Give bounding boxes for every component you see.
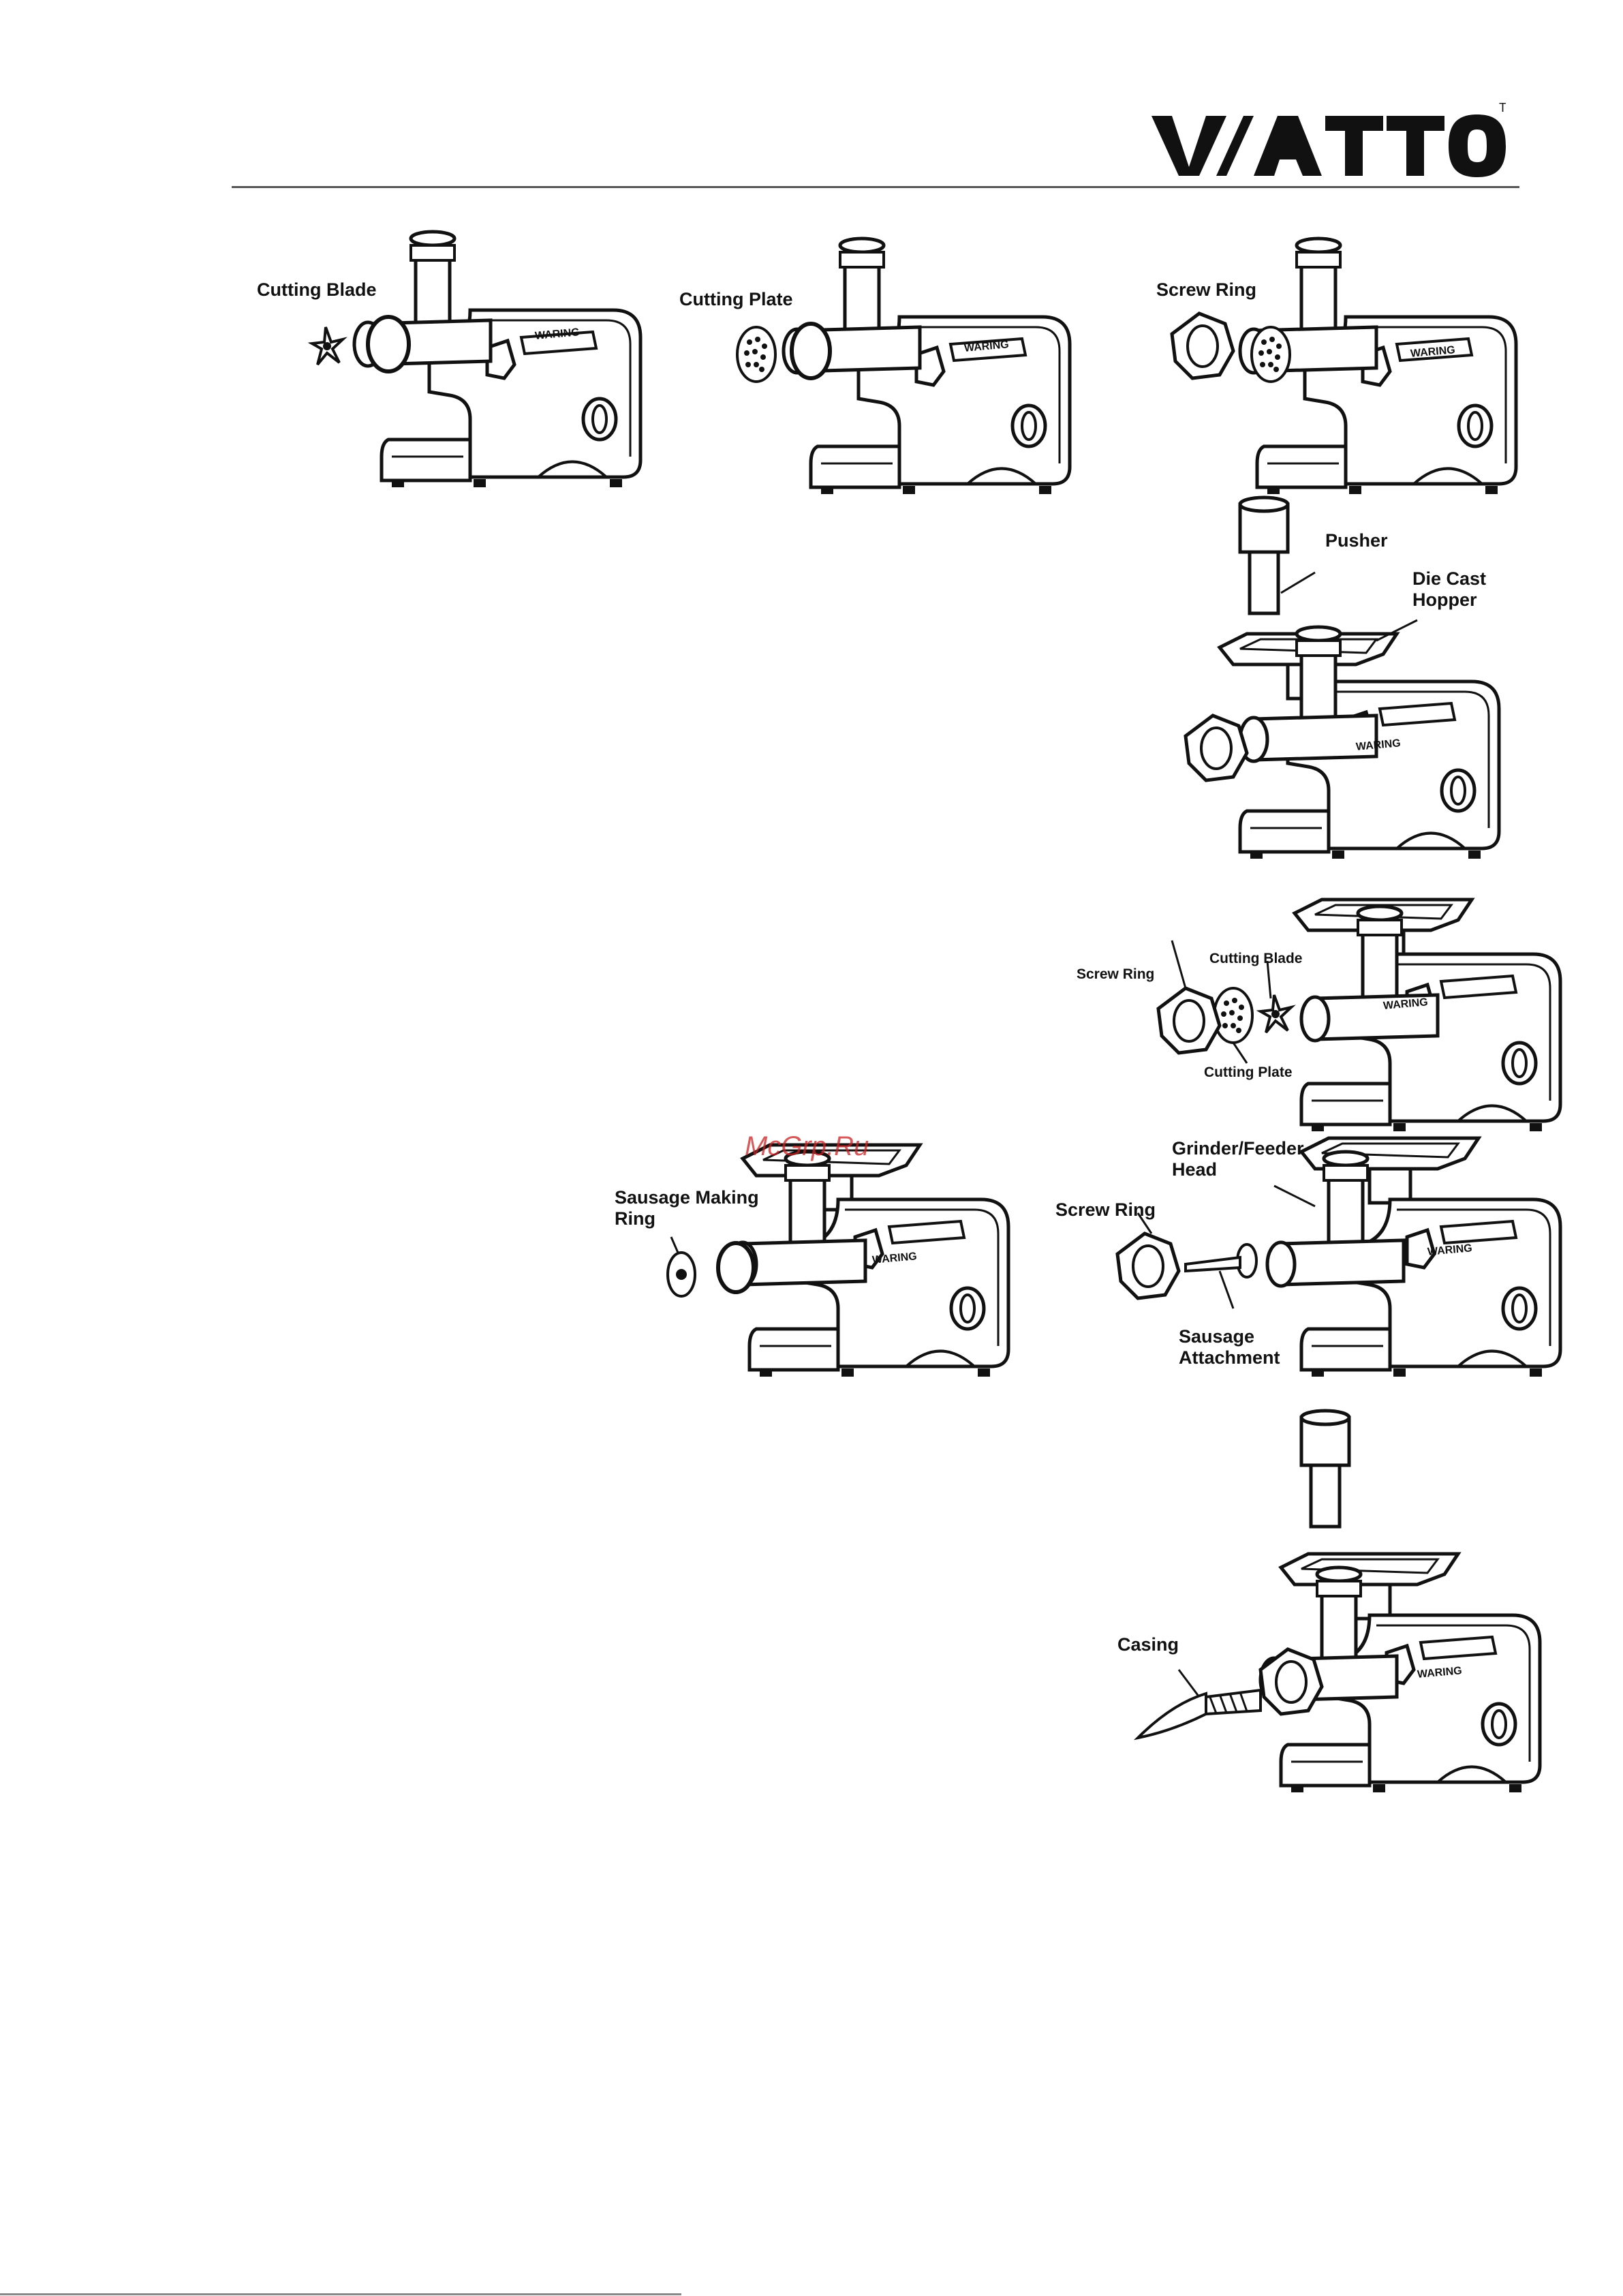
viatto-logo: TM — [1151, 102, 1506, 184]
label-pusher: Pusher — [1325, 530, 1388, 551]
label-screw-ring-sausage: Screw Ring — [1055, 1199, 1156, 1221]
label-screw-ring: Screw Ring — [1156, 279, 1256, 301]
label-cutting-plate-assembly: Cutting Plate — [1204, 1065, 1293, 1081]
watermark: McGrp.Ru — [745, 1131, 869, 1162]
label-sausage-attachment-line2: Attachment — [1179, 1347, 1280, 1368]
figure-sausage-ring — [647, 1131, 974, 1390]
label-casing: Casing — [1117, 1634, 1179, 1655]
label-grinder-feeder-head-line2: Head — [1172, 1159, 1304, 1180]
header-divider — [232, 186, 1519, 188]
label-cutting-blade: Cutting Blade — [257, 279, 377, 301]
label-screw-ring-assembly: Screw Ring — [1077, 966, 1154, 983]
label-sausage-making-ring-line1: Sausage Making — [615, 1187, 759, 1208]
label-sausage-making-ring-line2: Ring — [615, 1208, 759, 1229]
label-die-cast-hopper-line1: Die Cast — [1412, 568, 1486, 590]
label-sausage-attachment-line1: Sausage — [1179, 1326, 1280, 1347]
trademark-symbol: TM — [1499, 102, 1506, 114]
figure-sausage-attachment — [1097, 1124, 1519, 1397]
label-grinder-feeder-head-line1: Grinder/Feeder — [1172, 1138, 1304, 1159]
label-cutting-plate: Cutting Plate — [679, 289, 793, 310]
label-cutting-blade-assembly: Cutting Blade — [1209, 951, 1303, 967]
label-die-cast-hopper-line2: Hopper — [1412, 590, 1486, 611]
figure-pusher-hopper — [1172, 498, 1458, 859]
footer-divider — [0, 2293, 681, 2295]
figure-casing — [1131, 1411, 1513, 1806]
